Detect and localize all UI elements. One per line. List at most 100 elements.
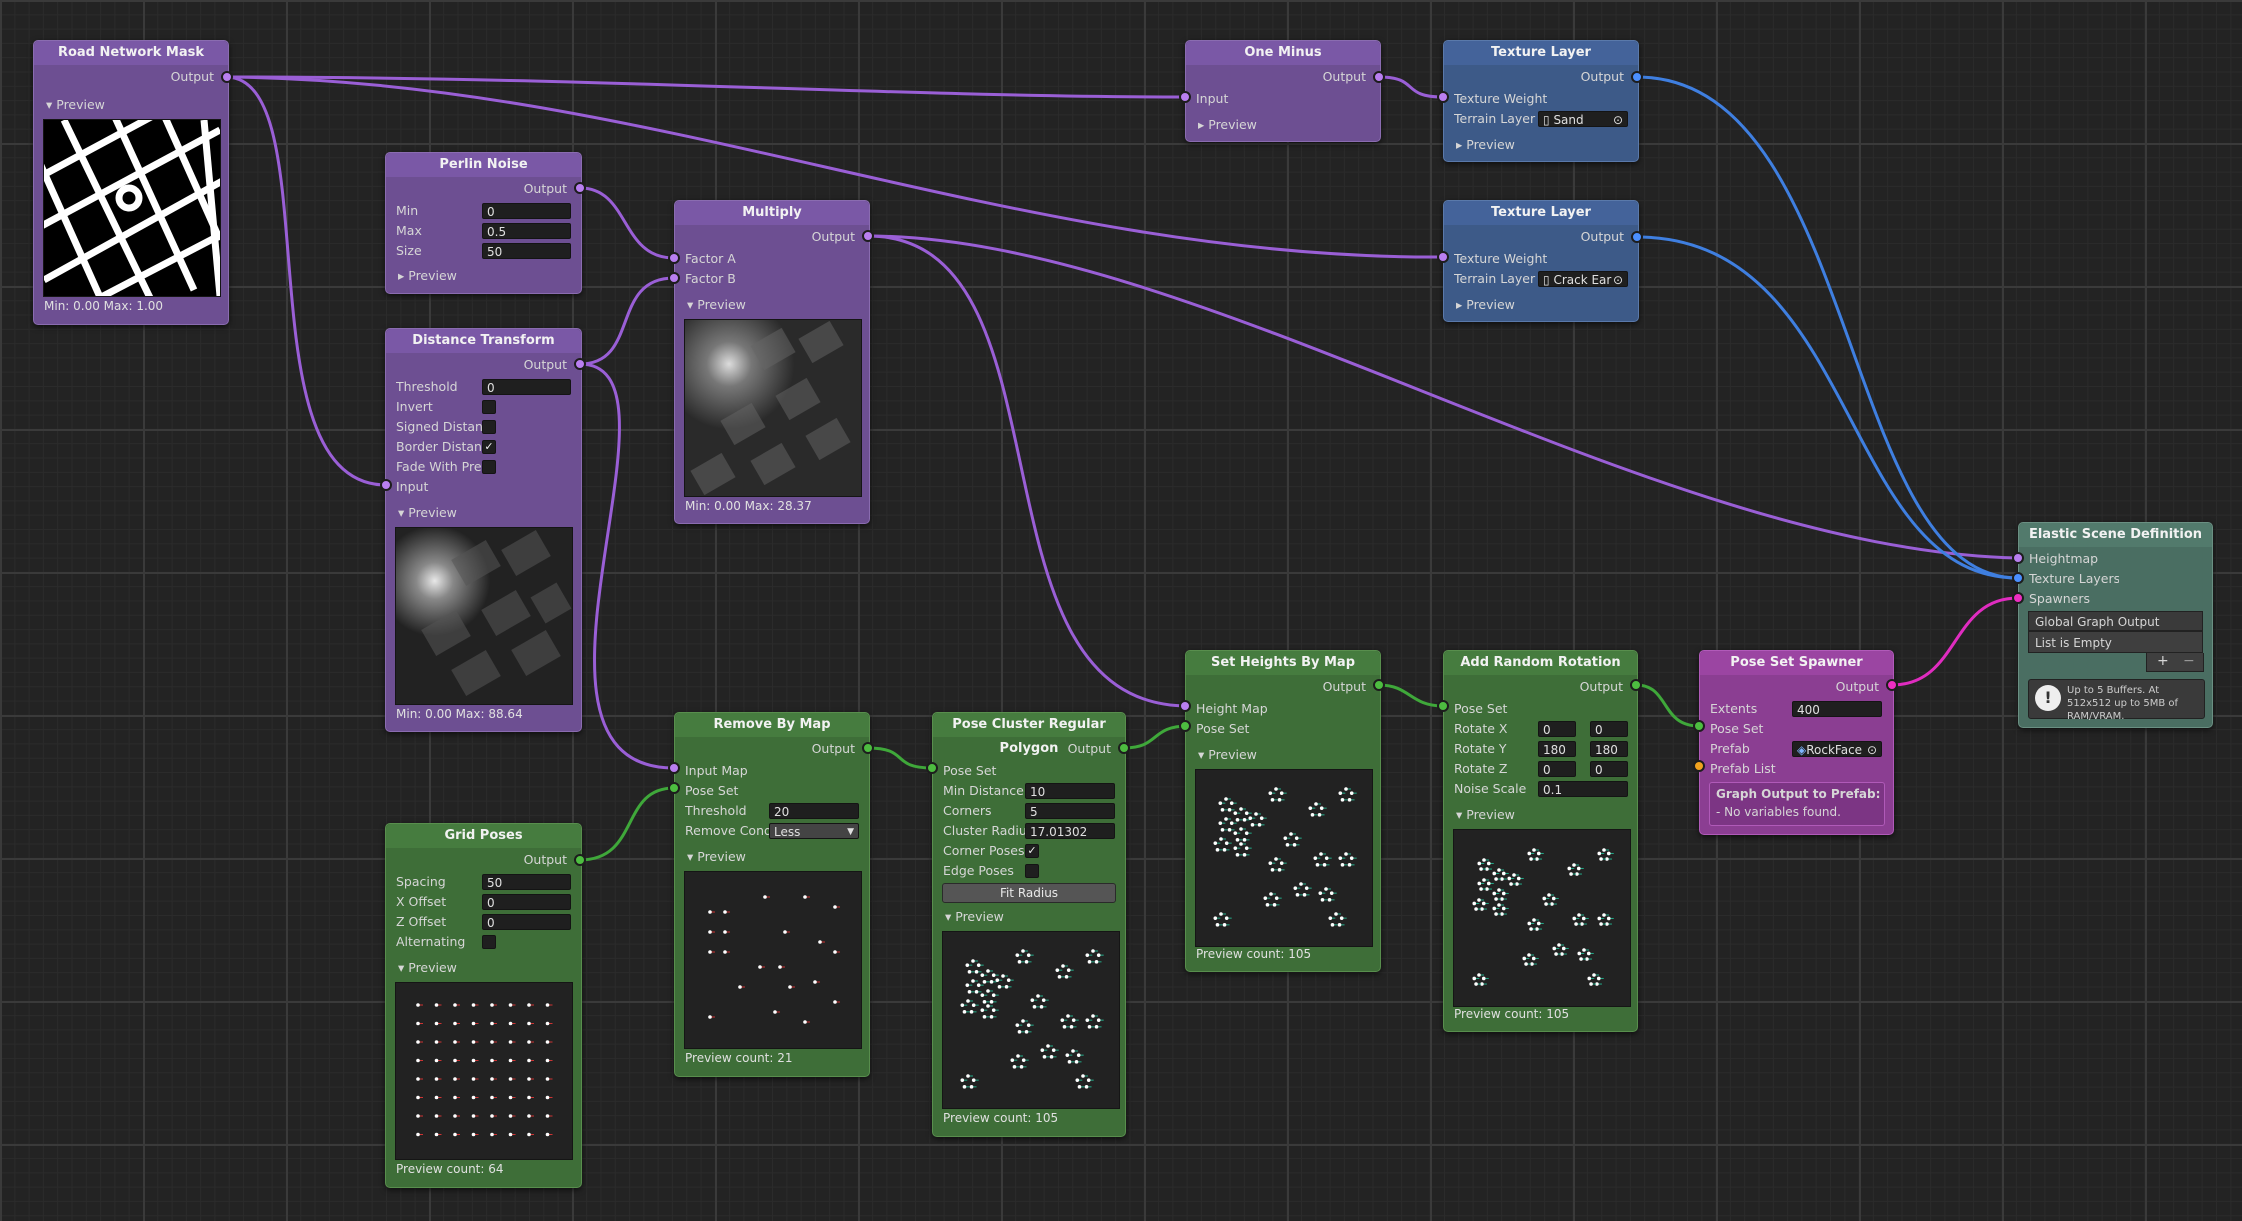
- corners-field[interactable]: 5: [1025, 803, 1115, 819]
- rotate-x-min-field[interactable]: 0: [1538, 721, 1576, 737]
- node-texture-layer-crack[interactable]: Texture Layer Output Texture Weight Terr…: [1443, 200, 1639, 322]
- scene-texture-layers-port[interactable]: [2012, 572, 2024, 584]
- node-grid-poses[interactable]: Grid Poses Output Spacing 50 X Offset 0 …: [385, 823, 582, 1188]
- one-minus-output-port[interactable]: [1373, 71, 1385, 83]
- node-title[interactable]: Remove By Map: [675, 713, 869, 737]
- rotate-y-min-field[interactable]: 180: [1538, 741, 1576, 757]
- max-field[interactable]: 0.5: [482, 223, 571, 239]
- alternating-checkbox[interactable]: [482, 935, 496, 949]
- cluster-radius-field[interactable]: 17.01302: [1025, 823, 1115, 839]
- node-title[interactable]: Grid Poses: [386, 824, 581, 848]
- z-offset-field[interactable]: 0: [482, 914, 571, 930]
- texture1-output-port[interactable]: [1631, 71, 1643, 83]
- x-offset-field[interactable]: 0: [482, 894, 571, 910]
- texture2-weight-port[interactable]: [1437, 251, 1449, 263]
- spawner-prefab-list-port[interactable]: [1693, 760, 1705, 772]
- cluster-output-port[interactable]: [1118, 742, 1130, 754]
- preview-toggle[interactable]: ▸ Preview: [1456, 297, 1515, 312]
- node-distance-transform[interactable]: Distance Transform Output Threshold 0 In…: [385, 328, 582, 732]
- edge-poses-checkbox[interactable]: [1025, 864, 1039, 878]
- spawner-output-port[interactable]: [1886, 679, 1898, 691]
- fit-radius-button[interactable]: Fit Radius: [942, 883, 1116, 903]
- heights-height-map-port[interactable]: [1179, 700, 1191, 712]
- extents-field[interactable]: 400: [1792, 701, 1882, 717]
- noise-scale-field[interactable]: 0.1: [1538, 781, 1628, 797]
- terrain-layer-field[interactable]: ▯ Sand⊙: [1538, 111, 1628, 127]
- spacing-field[interactable]: 50: [482, 874, 571, 890]
- node-title[interactable]: Distance Transform: [386, 329, 581, 353]
- texture2-output-port[interactable]: [1631, 231, 1643, 243]
- signed-distance-checkbox[interactable]: [482, 420, 496, 434]
- preview-toggle[interactable]: ▾ Preview: [1456, 807, 1515, 822]
- terrain-layer-field[interactable]: ▯ Crack Ear⊙: [1538, 271, 1628, 287]
- multiply-output-port[interactable]: [862, 230, 874, 242]
- rotate-z-min-field[interactable]: 0: [1538, 761, 1576, 777]
- remove-item-button[interactable]: −: [2183, 653, 2195, 669]
- add-item-button[interactable]: +: [2157, 653, 2169, 669]
- distance-input-port[interactable]: [380, 479, 392, 491]
- rotate-x-max-field[interactable]: 0: [1590, 721, 1628, 737]
- node-title[interactable]: Pose Cluster Regular Polygon: [933, 713, 1125, 756]
- node-texture-layer-sand[interactable]: Texture Layer Output Texture Weight Terr…: [1443, 40, 1639, 162]
- scene-heightmap-port[interactable]: [2012, 552, 2024, 564]
- remove-input-map-port[interactable]: [668, 762, 680, 774]
- node-pose-set-spawner[interactable]: Pose Set Spawner Output Extents 400 Pose…: [1699, 650, 1894, 835]
- preview-toggle[interactable]: ▾ Preview: [687, 297, 746, 312]
- remove-pose-set-port[interactable]: [668, 782, 680, 794]
- heights-pose-set-port[interactable]: [1179, 720, 1191, 732]
- node-add-random-rotation[interactable]: Add Random Rotation Output Pose Set Rota…: [1443, 650, 1638, 1032]
- grid-output-port[interactable]: [574, 854, 586, 866]
- multiply-factor-a-port[interactable]: [668, 252, 680, 264]
- preview-toggle[interactable]: ▾ Preview: [398, 505, 457, 520]
- border-distance-checkbox[interactable]: ✓: [482, 440, 496, 454]
- node-one-minus[interactable]: One Minus Output Input ▸ Preview: [1185, 40, 1381, 142]
- node-title[interactable]: Pose Set Spawner: [1700, 651, 1893, 675]
- preview-toggle[interactable]: ▾ Preview: [687, 849, 746, 864]
- threshold-field[interactable]: 0: [482, 379, 571, 395]
- object-picker-icon[interactable]: ⊙: [1612, 113, 1623, 127]
- remove-output-port[interactable]: [862, 742, 874, 754]
- rotate-z-max-field[interactable]: 0: [1590, 761, 1628, 777]
- node-remove-by-map[interactable]: Remove By Map Output Input Map Pose Set …: [674, 712, 870, 1077]
- one-minus-input-port[interactable]: [1179, 91, 1191, 103]
- preview-toggle[interactable]: ▾ Preview: [945, 909, 1004, 924]
- node-title[interactable]: One Minus: [1186, 41, 1380, 65]
- preview-toggle[interactable]: ▸ Preview: [1198, 117, 1257, 132]
- preview-toggle[interactable]: ▾ Preview: [1198, 747, 1257, 762]
- node-multiply[interactable]: Multiply Output Factor A Factor B ▾ Prev…: [674, 200, 870, 524]
- size-field[interactable]: 50: [482, 243, 571, 259]
- scene-spawners-port[interactable]: [2012, 592, 2024, 604]
- node-title[interactable]: Set Heights By Map: [1186, 651, 1380, 675]
- min-distance-field[interactable]: 10: [1025, 783, 1115, 799]
- remove-condition-dropdown[interactable]: Less▼: [769, 823, 859, 839]
- invert-checkbox[interactable]: [482, 400, 496, 414]
- node-title[interactable]: Texture Layer: [1444, 41, 1638, 65]
- node-road-network-mask[interactable]: Road Network Mask Output ▾ Preview Min: …: [33, 40, 229, 325]
- rotate-y-max-field[interactable]: 180: [1590, 741, 1628, 757]
- node-title[interactable]: Multiply: [675, 201, 869, 225]
- node-pose-cluster[interactable]: Pose Cluster Regular Polygon Output Pose…: [932, 712, 1126, 1137]
- min-field[interactable]: 0: [482, 203, 571, 219]
- cluster-pose-set-port[interactable]: [926, 762, 938, 774]
- rotation-pose-set-port[interactable]: [1437, 700, 1449, 712]
- threshold-field[interactable]: 20: [769, 803, 859, 819]
- node-title[interactable]: Elastic Scene Definition: [2019, 523, 2212, 547]
- node-title[interactable]: Perlin Noise: [386, 153, 581, 177]
- distance-output-port[interactable]: [574, 358, 586, 370]
- preview-toggle[interactable]: ▸ Preview: [398, 268, 457, 283]
- fade-checkbox[interactable]: [482, 460, 496, 474]
- multiply-factor-b-port[interactable]: [668, 272, 680, 284]
- node-perlin-noise[interactable]: Perlin Noise Output Min 0 Max 0.5 Size 5…: [385, 152, 582, 294]
- node-title[interactable]: Road Network Mask: [34, 41, 228, 65]
- preview-toggle[interactable]: ▸ Preview: [1456, 137, 1515, 152]
- prefab-field[interactable]: ◈RockFace⊙: [1792, 741, 1882, 757]
- rotation-output-port[interactable]: [1630, 679, 1642, 691]
- node-title[interactable]: Add Random Rotation: [1444, 651, 1637, 675]
- road-mask-output-port[interactable]: [221, 71, 233, 83]
- perlin-output-port[interactable]: [574, 182, 586, 194]
- node-set-heights[interactable]: Set Heights By Map Output Height Map Pos…: [1185, 650, 1381, 972]
- node-title[interactable]: Texture Layer: [1444, 201, 1638, 225]
- preview-toggle[interactable]: ▾ Preview: [398, 960, 457, 975]
- preview-toggle[interactable]: ▾ Preview: [46, 97, 105, 112]
- corner-poses-checkbox[interactable]: ✓: [1025, 844, 1039, 858]
